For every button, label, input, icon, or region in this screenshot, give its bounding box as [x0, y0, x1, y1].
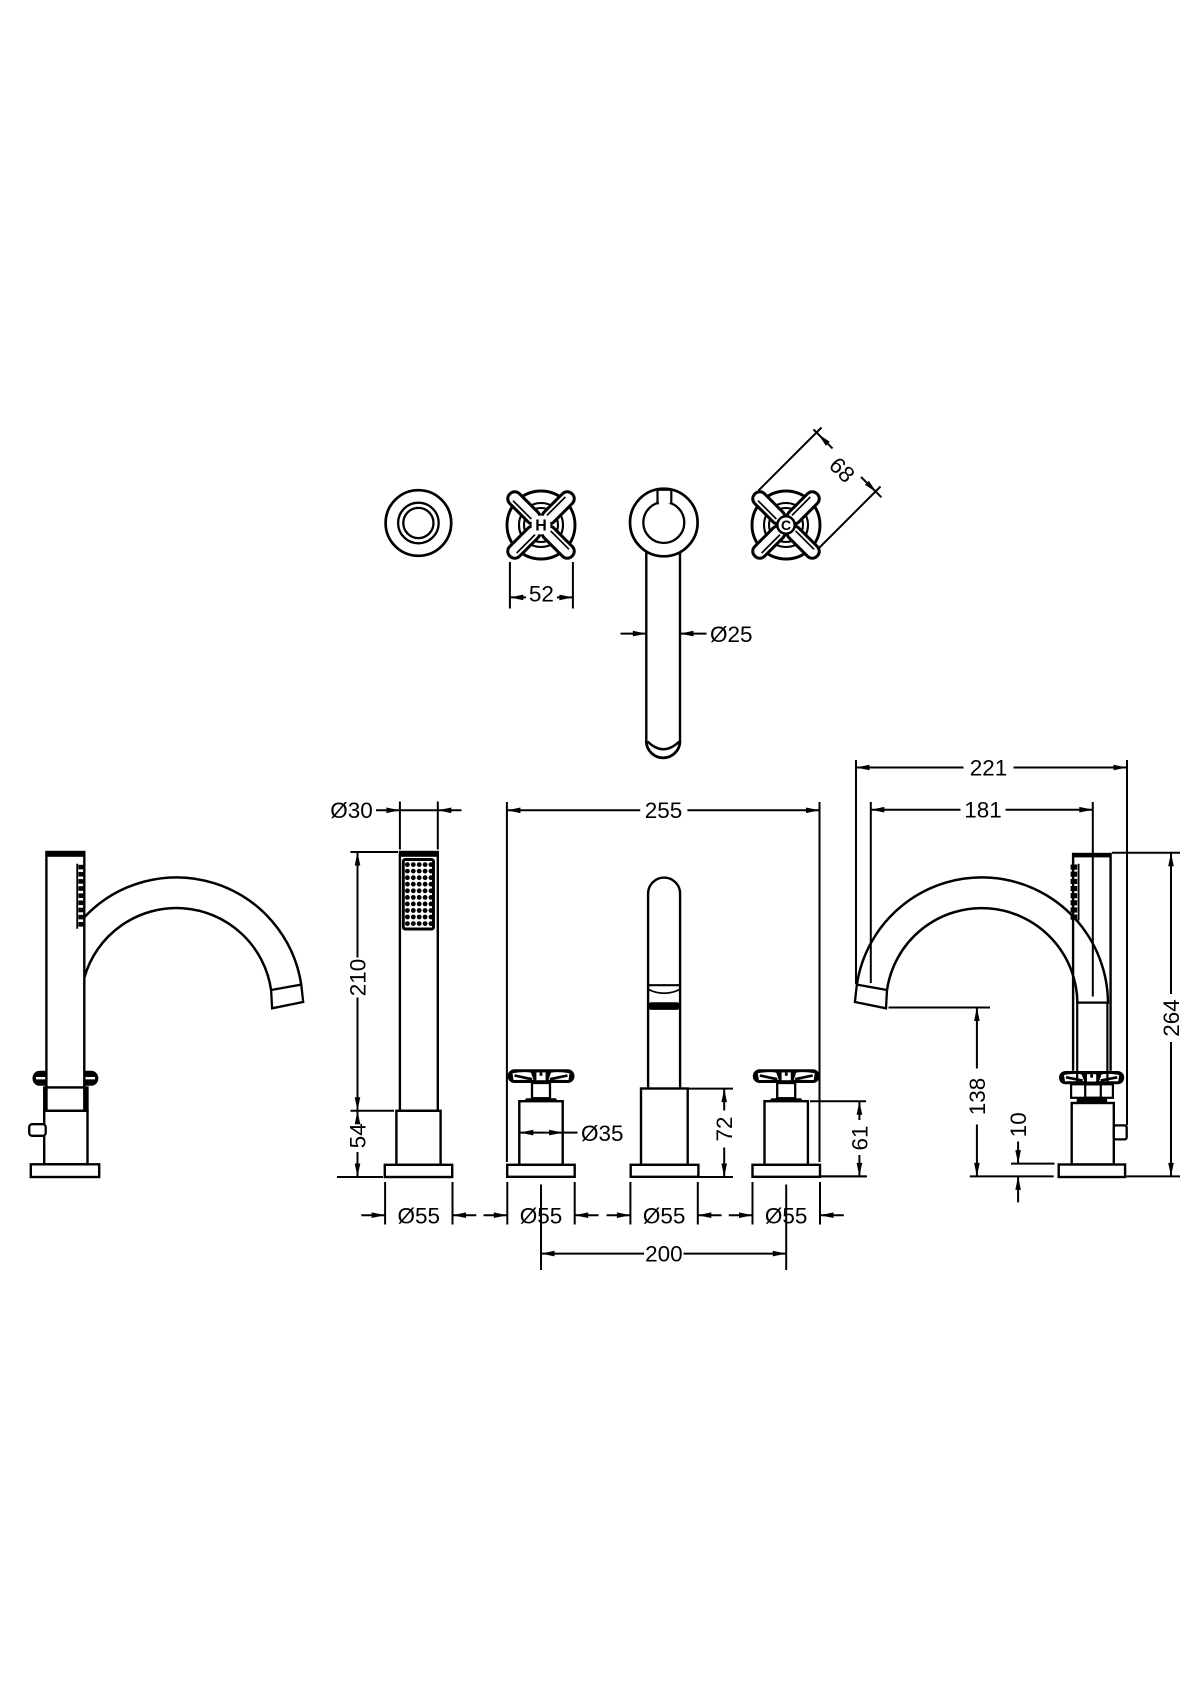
svg-text:C: C: [781, 517, 791, 533]
svg-text:61: 61: [847, 1125, 872, 1150]
svg-text:Ø55: Ø55: [643, 1203, 686, 1228]
svg-text:10: 10: [1006, 1112, 1031, 1137]
svg-text:200: 200: [645, 1242, 683, 1267]
svg-text:Ø30: Ø30: [330, 798, 373, 823]
svg-text:Ø55: Ø55: [398, 1203, 441, 1228]
svg-text:52: 52: [529, 582, 554, 607]
svg-text:221: 221: [970, 755, 1008, 780]
svg-text:264: 264: [1159, 999, 1184, 1037]
svg-text:Ø35: Ø35: [581, 1121, 624, 1146]
svg-text:Ø25: Ø25: [710, 622, 753, 647]
svg-text:54: 54: [346, 1123, 371, 1148]
svg-text:181: 181: [964, 798, 1002, 823]
svg-text:210: 210: [346, 959, 371, 997]
svg-text:72: 72: [712, 1116, 737, 1141]
svg-text:138: 138: [965, 1078, 990, 1116]
svg-text:255: 255: [645, 798, 683, 823]
svg-text:H: H: [535, 518, 547, 535]
